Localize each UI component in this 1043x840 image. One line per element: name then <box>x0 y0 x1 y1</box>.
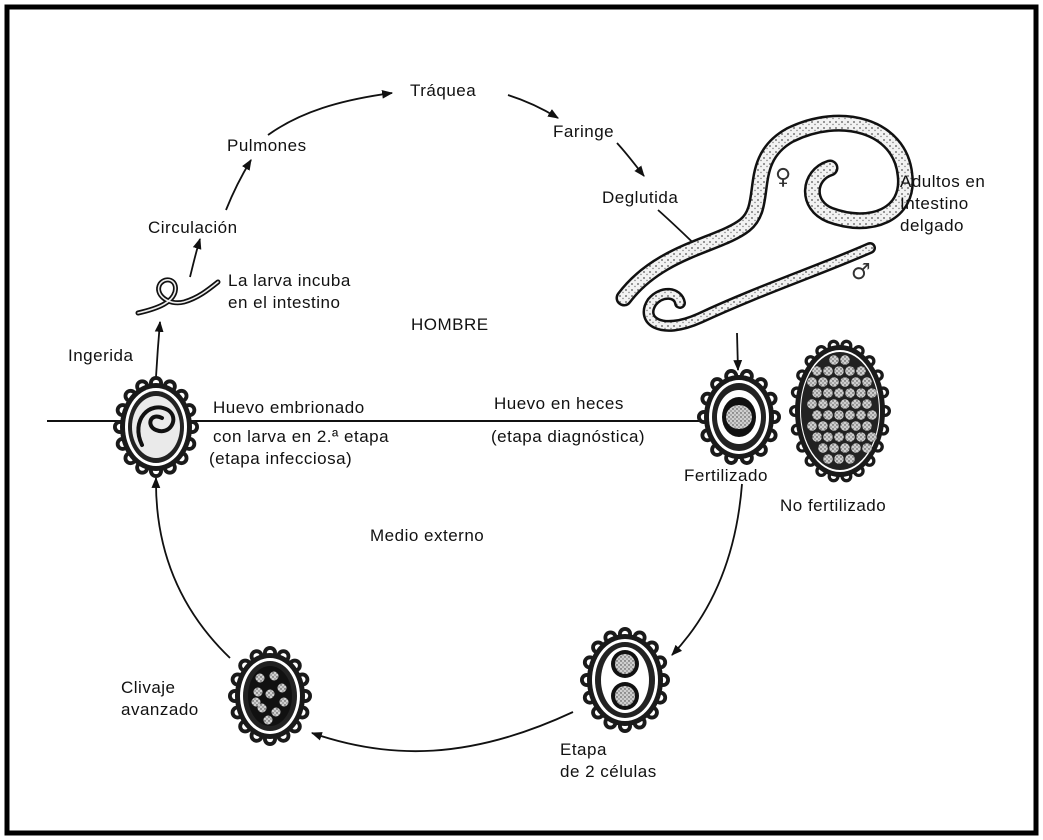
label-clivaje-line1: Clivaje <box>121 678 176 697</box>
label-fertilizado: Fertilizado <box>684 466 768 485</box>
label-ingerida: Ingerida <box>68 346 133 365</box>
label-etapa-line2: de 2 células <box>560 762 657 781</box>
fertilized-egg-drawing <box>697 369 781 465</box>
female-symbol: ♀ <box>775 165 791 190</box>
arrow-ingerida <box>156 322 160 377</box>
arrow-clivaje-embrionado <box>156 478 230 658</box>
label-adultos-line3: delgado <box>900 216 964 235</box>
label-traquea: Tráquea <box>410 81 476 100</box>
arrow-fertilizado-2celulas <box>672 484 742 655</box>
label-adultos-line2: Intestino <box>900 194 969 213</box>
unfertilized-egg-drawing <box>789 340 891 483</box>
label-adultos-line1: Adultos en <box>900 172 985 191</box>
label-medio-externo: Medio externo <box>370 526 484 545</box>
male-symbol: ♂ <box>851 260 871 285</box>
label-circulacion: Circulación <box>148 218 238 237</box>
label-larva-line2: en el intestino <box>228 293 340 312</box>
label-larva-line1: La larva incuba <box>228 271 351 290</box>
label-faringe: Faringe <box>553 122 614 141</box>
arrow-2celulas-clivaje <box>312 712 573 751</box>
larva-drawing <box>138 280 218 313</box>
two-cell-egg-drawing <box>580 627 670 733</box>
embryonated-egg-drawing <box>113 376 199 478</box>
label-etapa-line1: Etapa <box>560 740 607 759</box>
label-etapa-infecciosa: (etapa infecciosa) <box>209 449 352 468</box>
arrow-pulmones-traquea <box>268 93 392 135</box>
arrow-larva-circulacion <box>190 239 200 277</box>
arrow-faringe-deglutida <box>617 143 644 176</box>
advanced-cleavage-egg-drawing <box>228 646 312 746</box>
label-etapa-diagnostica: (etapa diagnóstica) <box>491 427 645 446</box>
label-con-larva: con larva en 2.ª etapa <box>213 427 389 446</box>
label-pulmones: Pulmones <box>227 136 307 155</box>
label-hombre: HOMBRE <box>411 315 489 334</box>
label-no-fertilizado: No fertilizado <box>780 496 886 515</box>
label-deglutida: Deglutida <box>602 188 678 207</box>
label-clivaje-line2: avanzado <box>121 700 199 719</box>
label-huevo-embrionado: Huevo embrionado <box>213 398 365 417</box>
label-huevo-heces: Huevo en heces <box>494 394 624 413</box>
adult-worms-drawing <box>624 123 905 326</box>
arrow-circulacion-pulmones <box>226 160 251 210</box>
arrow-adults-egg <box>737 333 738 370</box>
arrow-traquea-faringe <box>508 95 558 118</box>
